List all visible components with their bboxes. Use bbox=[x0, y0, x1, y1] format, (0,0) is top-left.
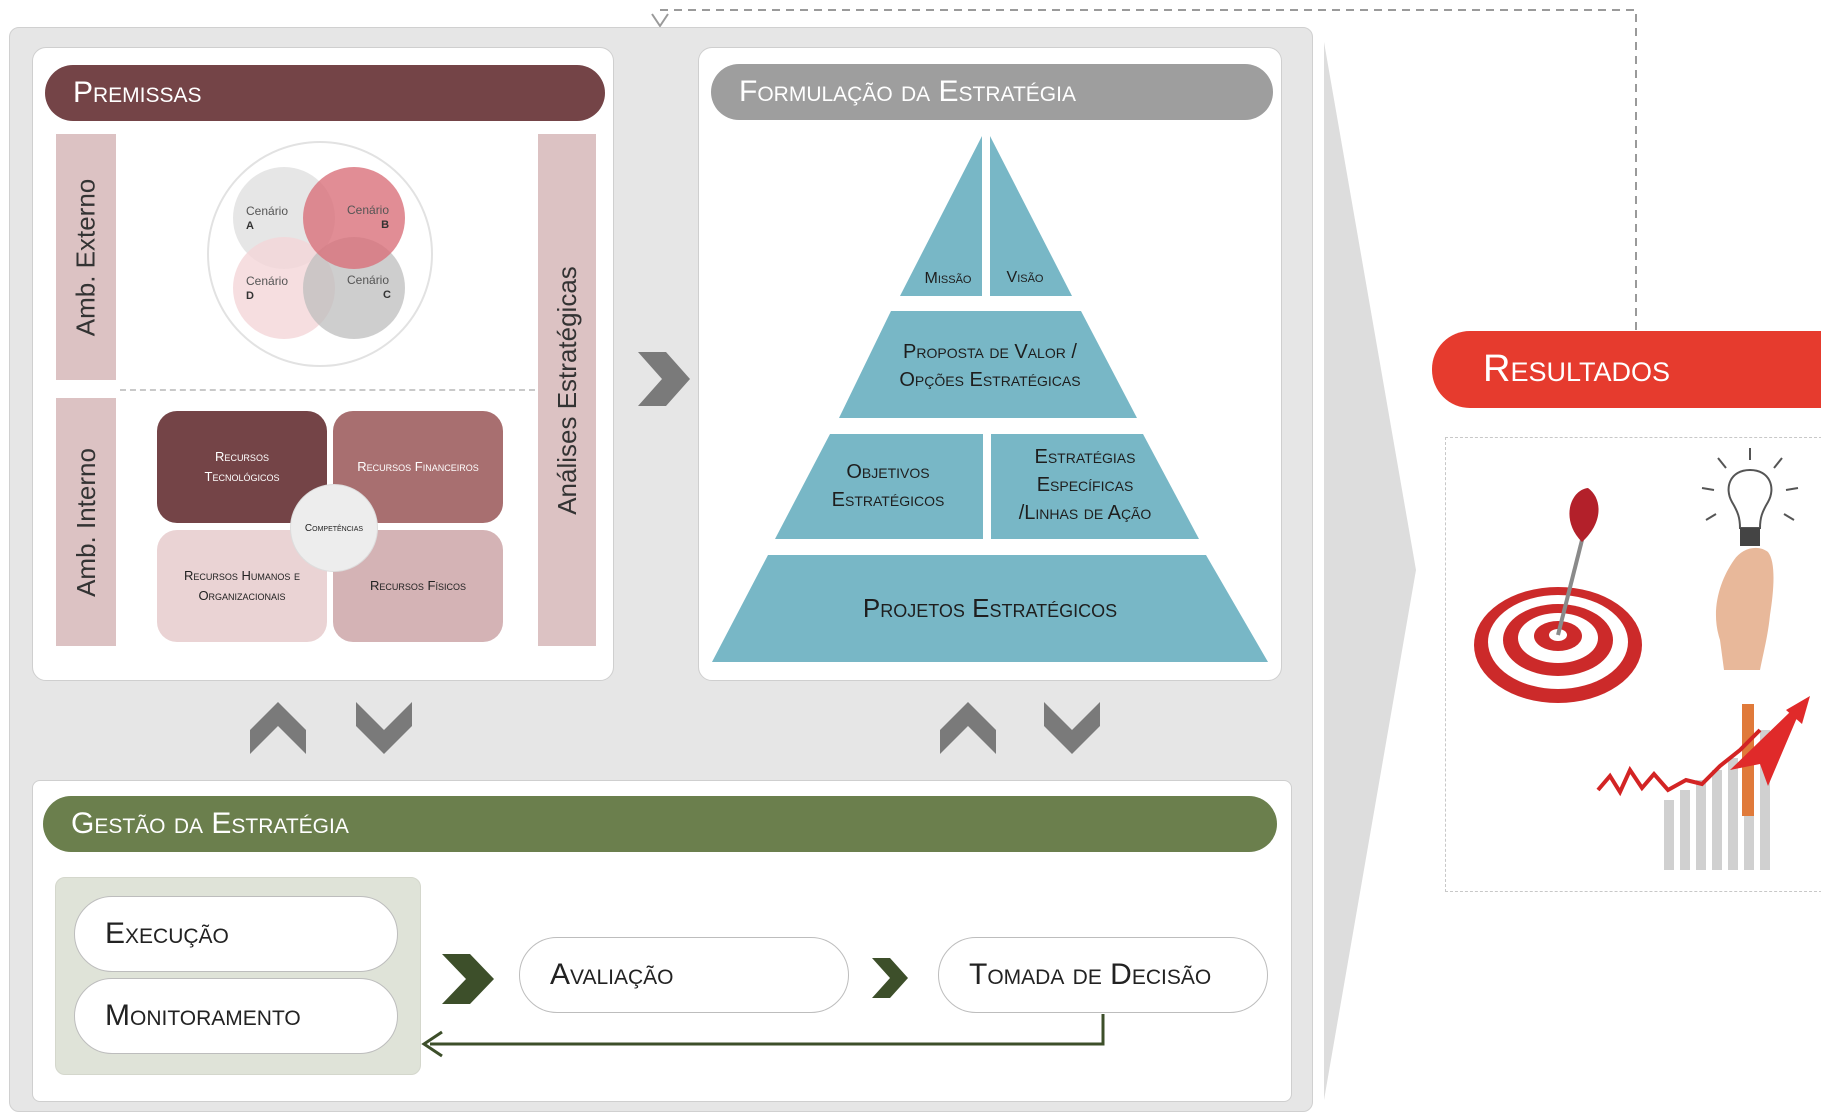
scenario-venn-diagram bbox=[207, 141, 433, 367]
strategy-pyramid bbox=[712, 136, 1268, 662]
target-dart-icon bbox=[1474, 488, 1642, 703]
tomada-decisao-step: Tomada de Decisão bbox=[938, 937, 1268, 1013]
return-arrow bbox=[421, 1014, 1105, 1058]
recursos-tecnologicos: Recursos Tecnológicos bbox=[157, 411, 327, 523]
scenario-d-circle bbox=[233, 237, 335, 339]
chevron-up-icon bbox=[940, 702, 996, 754]
resultados-title: Resultados bbox=[1483, 348, 1670, 390]
chevron-up-icon bbox=[250, 702, 306, 754]
gestao-banner: Gestão da Estratégia bbox=[43, 796, 1277, 852]
premissas-title: Premissas bbox=[73, 76, 202, 109]
projetos-segment bbox=[712, 555, 1268, 662]
scenario-c-circle bbox=[303, 237, 405, 339]
chevron-down-icon bbox=[356, 702, 412, 754]
proposta-label: Proposta de Valor /Opções Estratégicas bbox=[899, 341, 1081, 391]
execucao-step: Execução bbox=[74, 896, 398, 972]
monitoramento-step: Monitoramento bbox=[74, 978, 398, 1054]
missao-segment bbox=[900, 136, 982, 296]
objetivos-segment bbox=[775, 434, 983, 539]
amb-externo-bar: Amb. Externo bbox=[56, 134, 116, 380]
arrow-right-icon bbox=[872, 958, 908, 998]
scenario-b-circle bbox=[303, 167, 405, 269]
premissas-divider bbox=[120, 389, 535, 391]
visao-segment bbox=[990, 136, 1072, 296]
competencias-circle: Competências bbox=[290, 484, 378, 572]
missao-label: Missão bbox=[924, 270, 972, 287]
growth-chart-icon bbox=[1596, 696, 1810, 870]
projetos-label: Projetos Estratégicos bbox=[862, 593, 1118, 623]
scenario-a-circle bbox=[233, 167, 335, 269]
premissas-banner: Premissas bbox=[45, 65, 605, 121]
formulacao-title: Formulação da Estratégia bbox=[739, 75, 1076, 108]
amb-interno-label: Amb. Interno bbox=[70, 447, 101, 597]
visao-label: Visão bbox=[1006, 269, 1044, 286]
lightbulb-idea-icon bbox=[1701, 448, 1799, 670]
avaliacao-step: Avaliação bbox=[519, 937, 849, 1013]
arrow-right-icon bbox=[442, 954, 494, 1004]
analises-label: Análises Estratégicas bbox=[551, 265, 582, 515]
chevron-right-icon bbox=[638, 352, 690, 406]
chevron-down-icon bbox=[1044, 702, 1100, 754]
amb-externo-label: Amb. Externo bbox=[70, 178, 101, 336]
resultados-banner: Resultados bbox=[1432, 331, 1821, 408]
formulacao-banner: Formulação da Estratégia bbox=[711, 64, 1273, 120]
analises-bar: Análises Estratégicas bbox=[538, 134, 596, 646]
proposta-segment bbox=[839, 311, 1137, 418]
gestao-title: Gestão da Estratégia bbox=[71, 807, 349, 840]
flow-wedge bbox=[1324, 42, 1416, 1100]
amb-interno-bar: Amb. Interno bbox=[56, 398, 116, 646]
especificas-segment bbox=[991, 434, 1199, 539]
